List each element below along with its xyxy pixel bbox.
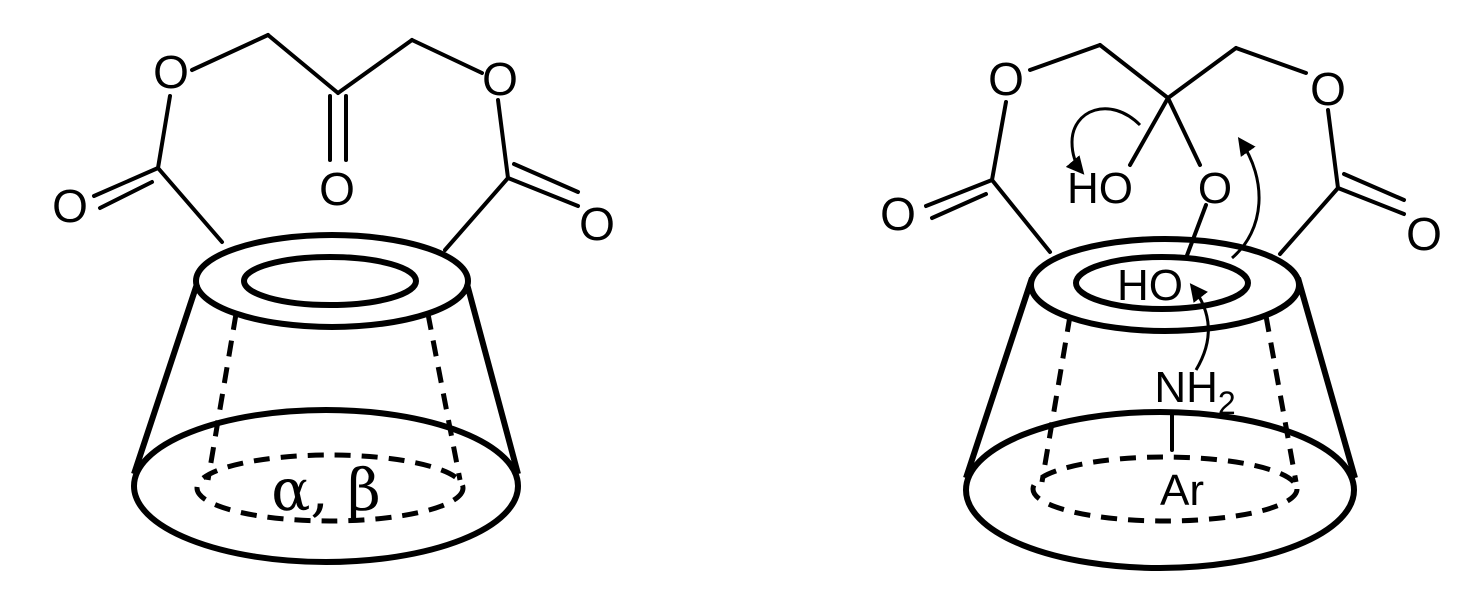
right-amine-nh: NH — [1154, 363, 1218, 412]
left-cone-side-right — [464, 283, 521, 475]
right-carbonyl-left-b — [930, 192, 988, 220]
left-carbonyl-oxygen-right: O — [579, 198, 615, 250]
left-bond-ch2-o — [410, 38, 484, 75]
left-cone-side-left — [131, 283, 200, 475]
right-bond-c-o — [1166, 96, 1202, 167]
right-cone-side-right — [1295, 277, 1358, 479]
left-hidden-edge-left — [205, 313, 239, 481]
right-carbonyl-oxygen-right: O — [1406, 208, 1442, 260]
right-carbonyl-oxygen-left: O — [880, 188, 916, 240]
left-carbonyl-left-b — [98, 180, 154, 210]
left-cone-inner-cavity — [241, 254, 419, 308]
left-hidden-edge-right — [425, 313, 463, 481]
right-bond-o-ch2 — [1028, 43, 1102, 72]
left-bond-c-rim-left — [156, 166, 224, 244]
right-bond-o-c-left — [990, 100, 1008, 182]
right-bond-c-ch2 — [1166, 46, 1238, 100]
right-alkoxide-oxygen: O — [1198, 164, 1232, 213]
left-cyclodextrin-structure: O O O O O α, β — [52, 33, 615, 565]
right-bond-c-rim-right — [1278, 186, 1340, 256]
left-cone-bottom-rim — [131, 407, 521, 565]
left-bond-o-c-right — [496, 98, 510, 180]
left-ketone-oxygen: O — [319, 163, 355, 215]
right-bond-ch2-o — [1234, 46, 1308, 75]
left-carbonyl-oxygen-left: O — [52, 180, 88, 232]
right-cone-inner-cavity — [1073, 254, 1251, 312]
right-cyclodextrin-structure: O O O O HO O HO NH2 Ar — [880, 43, 1442, 571]
left-inner-cavity-bottom — [194, 452, 466, 524]
curved-arrow-amine-to-rim — [1189, 283, 1210, 371]
right-hidden-edge-right — [1263, 315, 1299, 483]
right-amine-label: NH2 — [1154, 363, 1235, 421]
left-carbonyl-right-b — [512, 162, 580, 194]
right-bond-c-oh — [1128, 96, 1170, 167]
left-cavity-label: α, β — [271, 456, 381, 524]
right-cone-side-left — [963, 277, 1035, 479]
left-ester-oxygen-left: O — [153, 46, 189, 98]
left-ester-oxygen-right: O — [482, 53, 518, 105]
right-rim-hydroxyl: HO — [1117, 261, 1183, 310]
right-bond-ch2-c — [1098, 43, 1170, 100]
curved-arrow-alkoxide-return — [1231, 137, 1261, 260]
right-ester-oxygen-left: O — [988, 53, 1024, 105]
right-hemiketal-hydroxyl: HO — [1067, 164, 1133, 213]
right-hidden-edge-left — [1039, 315, 1073, 483]
right-bond-o-rim — [1184, 203, 1208, 260]
left-bond-c-rim-right — [443, 176, 510, 252]
left-bond-o-ch2 — [190, 33, 270, 72]
right-carbonyl-left-a — [924, 178, 994, 208]
left-cone-top-rim — [193, 232, 471, 330]
right-cone-bottom-rim — [963, 409, 1357, 571]
right-amine-subscript: 2 — [1218, 385, 1236, 421]
right-ester-oxygen-right: O — [1310, 63, 1346, 115]
right-aryl-label: Ar — [1160, 466, 1204, 515]
right-bond-o-c-right — [1326, 108, 1340, 190]
curved-arrow-hydroxyl-to-oh — [1065, 107, 1142, 175]
right-carbonyl-right-b — [1342, 172, 1406, 202]
right-carbonyl-right-a — [1336, 186, 1406, 216]
left-carbonyl-left-a — [92, 166, 160, 198]
right-bond-c-rim-left — [990, 178, 1052, 254]
left-carbonyl-right-a — [506, 176, 580, 208]
left-bond-o-c-left — [156, 94, 172, 170]
right-inner-cavity-bottom — [1030, 454, 1300, 524]
left-bond-co-ch2 — [336, 38, 414, 95]
left-bond-ch2-co — [266, 33, 340, 95]
